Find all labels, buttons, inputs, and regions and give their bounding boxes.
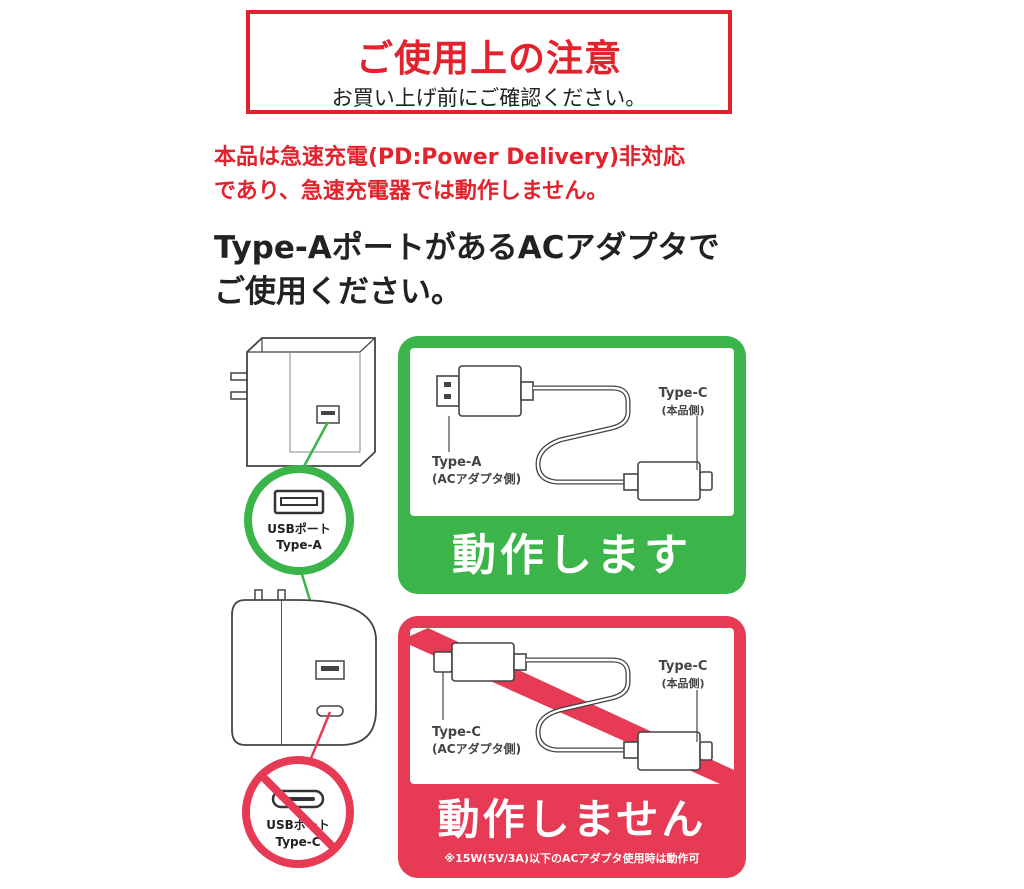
usb-c-to-c-cable-icon <box>433 642 713 771</box>
pd-warning-line-2: であり、急速充電器では動作しません。 <box>214 179 609 204</box>
pd-warning-line-1: 本品は急速充電(PD:Power Delivery)非対応 <box>214 145 686 170</box>
fails-left-label-2: (ACアダプタ側) <box>432 741 521 756</box>
usb-type-c-port-prohibited-icon: USBポート Type-C <box>242 756 354 868</box>
fails-panel: Type-C (ACアダプタ側) Type-C (本品側) 動作しません ※15… <box>398 616 746 878</box>
usage-instruction: Type-AポートがあるACアダプタで ご使用ください。 <box>214 226 834 314</box>
port-a-label-1: USBポート <box>267 521 331 536</box>
works-status-text: 動作します <box>452 530 692 581</box>
pd-warning: 本品は急速充電(PD:Power Delivery)非対応 であり、急速充電器で… <box>214 141 814 209</box>
works-left-label-1: Type-A <box>432 455 481 470</box>
works-panel: Type-A (ACアダプタ側) Type-C (本品側) 動作します <box>398 336 746 594</box>
fails-status-text: 動作しません <box>438 795 707 844</box>
works-right-label-1: Type-C <box>659 386 708 401</box>
usage-instruction-line-1: Type-AポートがあるACアダプタで <box>214 230 720 266</box>
notice-subtitle: お買い上げ前にご確認ください。 <box>331 86 647 110</box>
port-a-label-2: Type-A <box>276 538 322 552</box>
fails-right-label-1: Type-C <box>659 659 708 674</box>
ac-adapter-dual-port-icon <box>231 589 377 746</box>
works-right-label-2: (本品側) <box>661 403 704 417</box>
notice-title: ご使用上の注意 <box>356 37 622 80</box>
fails-footnote: ※15W(5V/3A)以下のACアダプタ使用時は動作可 <box>444 851 699 865</box>
notice-box: ご使用上の注意 お買い上げ前にご確認ください。 <box>246 10 732 114</box>
port-c-label-2: Type-C <box>275 835 320 849</box>
usb-type-a-port-icon: USBポート Type-A <box>244 465 354 575</box>
works-left-label-2: (ACアダプタ側) <box>432 471 521 486</box>
fails-right-label-2: (本品側) <box>661 676 704 690</box>
ac-adapter-type-a-icon <box>230 337 376 467</box>
usage-instruction-line-2: ご使用ください。 <box>214 274 462 310</box>
fails-left-label-1: Type-C <box>432 725 481 740</box>
usb-a-to-c-cable-icon <box>436 365 713 501</box>
